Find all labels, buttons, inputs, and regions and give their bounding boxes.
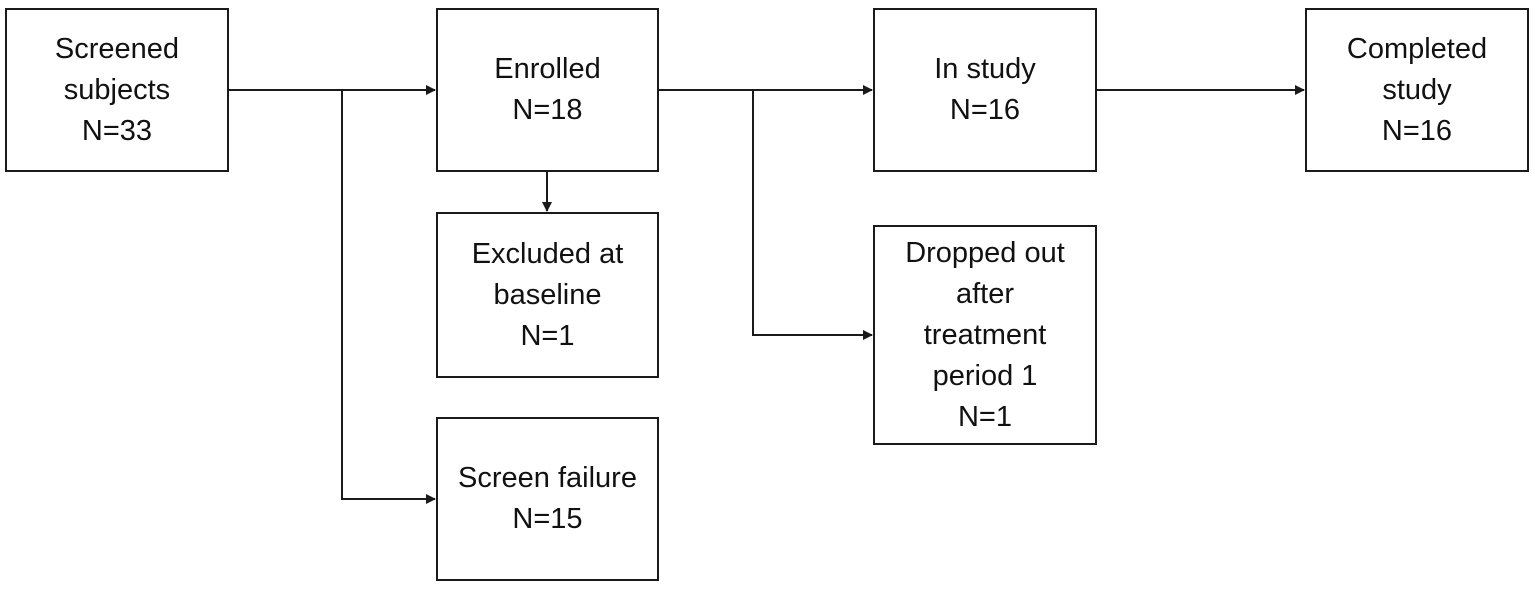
screened-label-line2: subjects	[63, 73, 171, 106]
enrolled-count: N=18	[512, 94, 583, 126]
screen-failure-text: Screen failure N=15	[458, 458, 637, 540]
in-study-label: In study	[934, 53, 1036, 85]
dropped-out-text: Dropped out after treatment period 1 N=1	[905, 233, 1065, 438]
arrow-enrolled-to-dropped-out	[752, 90, 873, 340]
dropped-out-box: Dropped out after treatment period 1 N=1	[873, 225, 1097, 445]
completed-study-box: Completed study N=16	[1305, 8, 1529, 172]
completed-count: N=16	[1381, 114, 1453, 147]
screen-failure-box: Screen failure N=15	[436, 417, 659, 581]
screened-subjects-text: Screened subjects N=33	[55, 29, 179, 152]
excluded-at-baseline-box: Excluded at baseline N=1	[436, 212, 659, 378]
enrolled-text: Enrolled N=18	[494, 49, 600, 131]
screened-label-line1: Screened	[54, 32, 180, 65]
completed-study-text: Completed study N=16	[1347, 29, 1487, 152]
dropped-label-line1: Dropped out	[905, 236, 1065, 269]
screened-count: N=33	[81, 114, 153, 147]
enrolled-box: Enrolled N=18	[436, 8, 659, 172]
dropped-count: N=1	[957, 400, 1012, 433]
in-study-text: In study N=16	[934, 49, 1036, 131]
excluded-label-line2: baseline	[493, 278, 602, 311]
arrow-screened-to-screen-failure	[341, 90, 436, 504]
in-study-box: In study N=16	[873, 8, 1097, 172]
excluded-label-line1: Excluded at	[471, 237, 624, 270]
enrolled-label: Enrolled	[494, 53, 601, 85]
excluded-count: N=1	[520, 319, 575, 352]
completed-label-line2: study	[1382, 73, 1452, 106]
in-study-count: N=16	[949, 94, 1021, 126]
dropped-label-line3: treatment	[923, 318, 1047, 351]
screened-subjects-box: Screened subjects N=33	[5, 8, 229, 172]
completed-label-line1: Completed	[1346, 32, 1488, 65]
excluded-text: Excluded at baseline N=1	[472, 234, 624, 357]
screen-failure-label: Screen failure	[458, 462, 637, 494]
dropped-label-line4: period 1	[932, 359, 1038, 392]
dropped-label-line2: after	[955, 277, 1015, 310]
screen-failure-count: N=15	[512, 503, 583, 535]
